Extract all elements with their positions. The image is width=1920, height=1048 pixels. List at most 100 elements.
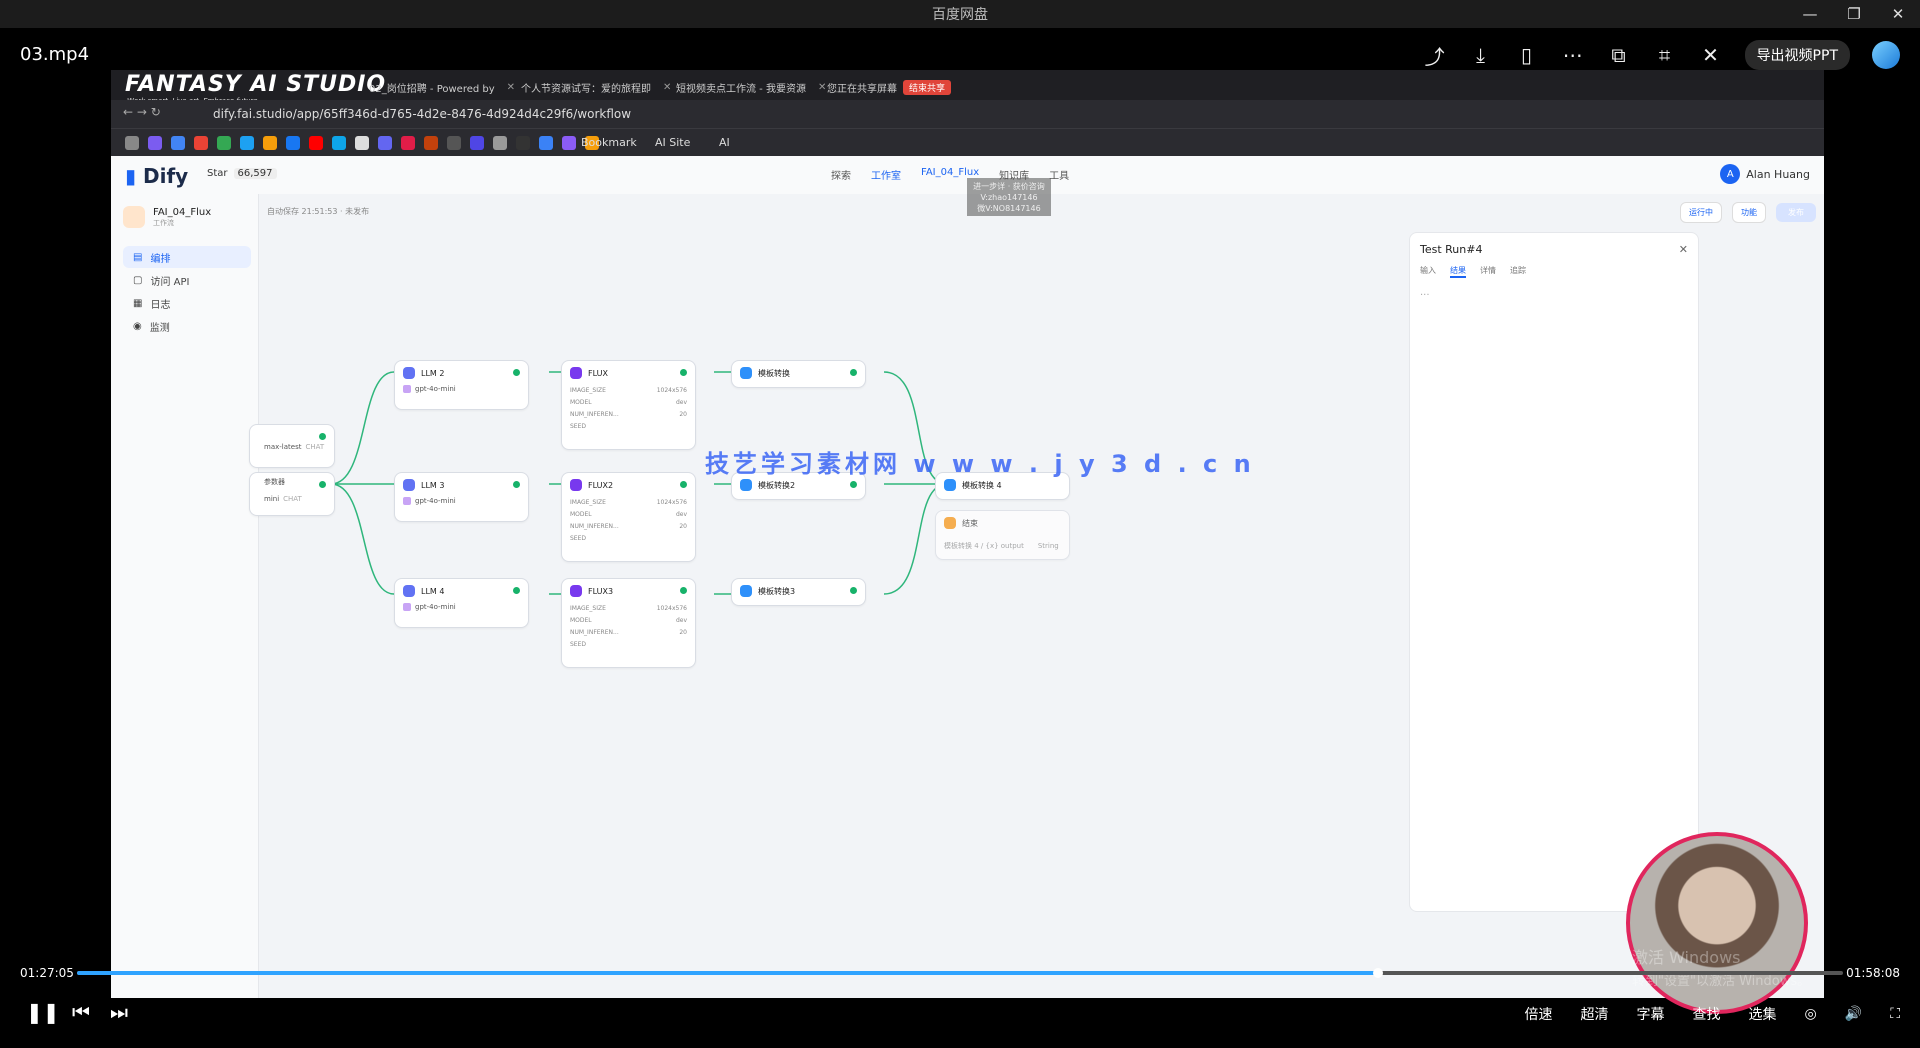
- llm-node[interactable]: LLM 2 gpt-4o-mini: [394, 360, 529, 410]
- success-icon: [680, 481, 687, 488]
- tab-input[interactable]: 输入: [1420, 266, 1436, 275]
- tab-detail[interactable]: 详情: [1480, 266, 1496, 275]
- log-icon: ▦: [133, 297, 143, 309]
- llm-node[interactable]: LLM 3 gpt-4o-mini: [394, 472, 529, 522]
- run-title: Test Run#4: [1420, 243, 1483, 256]
- next-icon[interactable]: ⏭: [110, 1000, 128, 1024]
- minimize-icon[interactable]: —: [1802, 5, 1818, 23]
- subtitle-button[interactable]: 字幕: [1636, 1007, 1665, 1023]
- url-field[interactable]: dify.fai.studio/app/65ff346d-d765-4d2e-8…: [213, 107, 632, 121]
- run-tabs: 输入 结果 详情 追踪: [1420, 265, 1526, 278]
- quality-button[interactable]: 超清: [1580, 1007, 1609, 1023]
- restore-icon[interactable]: ❐: [1847, 5, 1861, 23]
- phone-icon[interactable]: ▯: [1521, 43, 1533, 67]
- share-icon[interactable]: ⤴: [1424, 44, 1445, 69]
- browser-tab[interactable]: 短视频卖点工作流 - 我要资源✕: [676, 81, 827, 95]
- sidebar-item-api[interactable]: ▢访问 API: [133, 274, 190, 288]
- success-icon: [680, 369, 687, 376]
- sidebar-item-monitor[interactable]: ◉监测: [133, 320, 170, 334]
- close-icon[interactable]: ✕: [1678, 243, 1688, 256]
- template-node[interactable]: 模板转换3: [731, 578, 866, 606]
- layout-icon: ▤: [133, 251, 143, 263]
- speed-button[interactable]: 倍速: [1524, 1007, 1553, 1023]
- template-node[interactable]: 模板转换2: [731, 472, 866, 500]
- bookmarks-bar: Bookmark AI Site AI: [111, 128, 1824, 156]
- brand-logo: FANTASY AI STUDIO: [125, 72, 387, 97]
- screen-share-status: 您正在共享屏幕结束共享: [827, 76, 952, 98]
- export-ppt-button[interactable]: 导出视频PPT: [1744, 40, 1850, 70]
- nav-studio[interactable]: 工作室: [871, 171, 901, 182]
- llm-icon: [403, 367, 415, 379]
- nav-arrows-icon[interactable]: ← → ↻: [123, 105, 161, 119]
- running-status[interactable]: 运行中: [1680, 202, 1722, 223]
- openai-icon: [403, 385, 411, 393]
- nav-knowledge[interactable]: 知识库: [999, 171, 1030, 182]
- workflow-canvas[interactable]: 自动保存 21:51:53 · 未发布 运行中 功能 发布: [249, 194, 1824, 998]
- close-icon[interactable]: ✕: [1891, 5, 1905, 23]
- main-nav: 探索 工作室 FAI_04_Flux 知识库 工具: [831, 167, 1069, 182]
- close-export-icon[interactable]: ✕: [1702, 43, 1719, 67]
- search-button[interactable]: 查找: [1692, 1007, 1721, 1023]
- nav-tools[interactable]: 工具: [1049, 171, 1070, 182]
- bookmark-folder[interactable]: AI: [719, 136, 730, 149]
- browser-tab[interactable]: 个人节资源试写：爱的旅程即✕: [521, 81, 672, 95]
- user-menu[interactable]: A Alan Huang: [1720, 164, 1810, 184]
- publish-button[interactable]: 发布: [1776, 203, 1816, 222]
- volume-icon[interactable]: 🔊: [1844, 1006, 1863, 1022]
- player-controls: ❚❚ ⏮ ⏭ 倍速 超清 字幕 查找 选集 ◎ 🔊 ⛶: [0, 996, 1920, 1036]
- episodes-button[interactable]: 选集: [1748, 1007, 1777, 1023]
- merge-template-node[interactable]: 模板转换 4: [935, 472, 1070, 500]
- total-time: 01:58:08: [1846, 966, 1900, 980]
- app-icon: [123, 206, 145, 228]
- previous-icon[interactable]: ⏮: [72, 1000, 90, 1024]
- progress-knob[interactable]: [1373, 968, 1384, 978]
- fullscreen-icon[interactable]: ⛶: [1890, 1006, 1900, 1022]
- settings-icon[interactable]: ◎: [1804, 1006, 1817, 1022]
- dify-logo: ▮ Dify: [125, 164, 189, 188]
- address-bar: ← → ↻ dify.fai.studio/app/65ff346d-d765-…: [111, 100, 1824, 128]
- llm-icon: [403, 479, 415, 491]
- features-button[interactable]: 功能: [1732, 202, 1766, 223]
- pause-icon[interactable]: ❚❚: [26, 1000, 60, 1024]
- more-icon[interactable]: ⋯: [1562, 43, 1583, 67]
- end-icon: [944, 517, 956, 529]
- success-icon: [513, 587, 520, 594]
- pip-icon[interactable]: ⧉: [1611, 43, 1626, 67]
- sidebar-item-orchestrate[interactable]: ▤编排: [123, 246, 251, 268]
- crop-icon[interactable]: ⌗: [1658, 43, 1671, 67]
- file-name: 03.mp4: [20, 44, 90, 65]
- browser-tab[interactable]: 02_岗位招聘 - Powered by✕: [369, 81, 516, 95]
- user-avatar[interactable]: [1872, 41, 1900, 69]
- sidebar-item-logs[interactable]: ▦日志: [133, 297, 171, 311]
- stop-share-button[interactable]: 结束共享: [903, 79, 952, 95]
- tab-trace[interactable]: 追踪: [1510, 266, 1526, 275]
- nav-app[interactable]: FAI_04_Flux: [921, 167, 980, 178]
- activate-windows-hint: 转到"设置"以激活 Windows。: [1632, 974, 1811, 989]
- nav-explore[interactable]: 探索: [831, 171, 851, 182]
- progress-bar[interactable]: [77, 968, 1843, 978]
- presenter-webcam: [1626, 832, 1808, 1014]
- template-icon: [740, 479, 752, 491]
- template-node[interactable]: 模板转换: [731, 360, 866, 388]
- flux-icon: [570, 479, 582, 491]
- window-controls: — ❐ ✕: [1788, 0, 1920, 28]
- bookmark-folder[interactable]: AI Site: [655, 136, 691, 149]
- flux-icon: [570, 585, 582, 597]
- download-icon[interactable]: ⤓: [1476, 43, 1485, 67]
- tab-result[interactable]: 结果: [1450, 265, 1466, 278]
- progress-fill: [77, 971, 1379, 975]
- bookmark-folder[interactable]: Bookmark: [581, 136, 637, 149]
- llm-node[interactable]: LLM 4 gpt-4o-mini: [394, 578, 529, 628]
- window-title: 百度网盘: [932, 7, 988, 23]
